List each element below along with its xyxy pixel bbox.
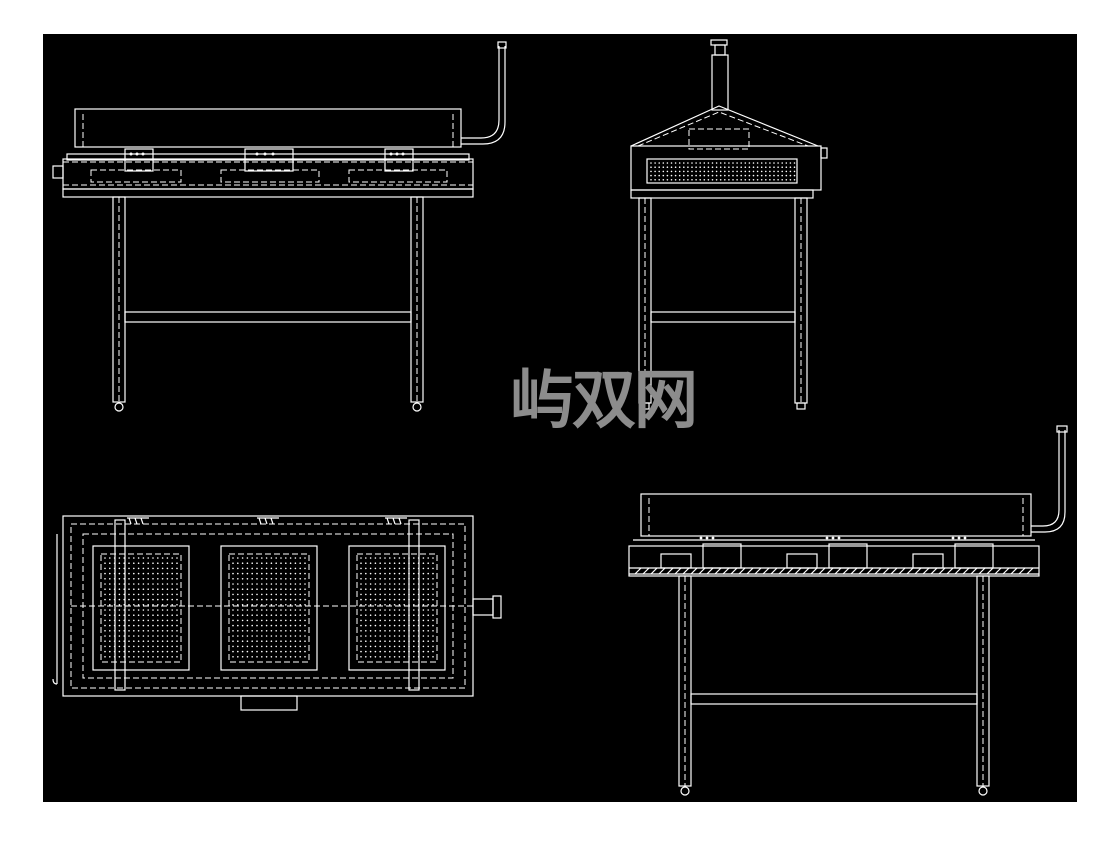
side-view — [630, 39, 828, 410]
top-view — [52, 515, 502, 711]
cad-drawing — [52, 39, 1068, 796]
watermark: 屿双网 — [510, 364, 698, 438]
front-view — [52, 41, 507, 412]
section-view — [628, 425, 1068, 796]
drawing-canvas: 屿双网 — [43, 34, 1077, 802]
